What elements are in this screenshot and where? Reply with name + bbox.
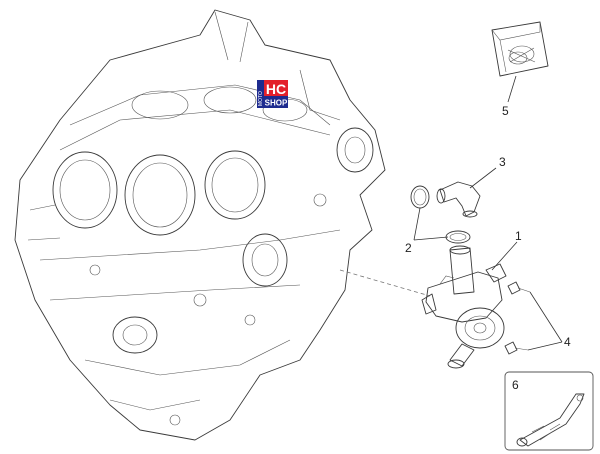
leader-line-2a: [413, 207, 421, 241]
hose-clamp-upper: [410, 185, 430, 209]
elbow-hose: [436, 181, 481, 218]
gasket-kit-bag: [491, 21, 549, 77]
engine-crankcase: [14, 9, 386, 441]
leader-line-2b: [413, 236, 449, 241]
callout-1: 1: [515, 229, 522, 243]
leader-line-1: [491, 241, 518, 271]
logo-side-text: MOTO: [258, 91, 264, 106]
alignment-dashed-line: [339, 269, 431, 297]
callout-2: 2: [405, 241, 412, 255]
callout-6: 6: [512, 378, 519, 392]
logo-line2: SHOP: [265, 99, 288, 108]
leader-line-4b: [527, 341, 563, 351]
callout-4: 4: [564, 335, 571, 349]
inset-frame: [504, 371, 594, 451]
screw-lower: [504, 341, 529, 355]
hc-shop-logo: MOTO HC SHOP: [257, 80, 288, 108]
leader-line-5: [507, 75, 517, 103]
hose-clamp-lower: [445, 230, 471, 244]
water-pump: [421, 245, 507, 369]
leader-line-3: [469, 167, 497, 189]
callout-5: 5: [502, 104, 509, 118]
leader-line-4a: [529, 291, 563, 343]
callout-3: 3: [499, 155, 506, 169]
logo-line1: HC: [266, 81, 286, 97]
screw-upper: [507, 281, 531, 295]
